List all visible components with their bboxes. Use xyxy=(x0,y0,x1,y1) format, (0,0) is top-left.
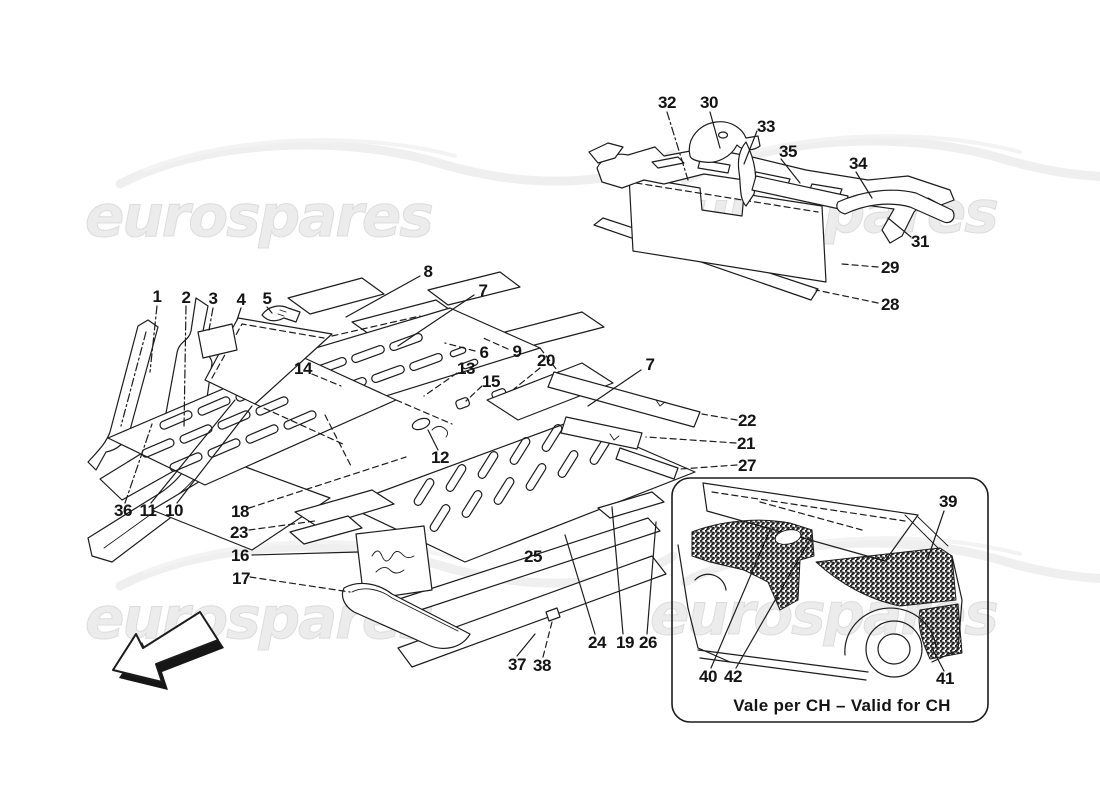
part-label-27: 27 xyxy=(738,456,756,475)
part-label-23: 23 xyxy=(230,523,248,542)
part-label-12: 12 xyxy=(431,448,449,467)
part-label-16: 16 xyxy=(231,546,249,565)
part-label-28: 28 xyxy=(881,295,899,314)
watermark-top-left: eurospares xyxy=(85,138,678,251)
part-label-9: 9 xyxy=(512,342,522,361)
part-label-24: 24 xyxy=(588,633,606,652)
part-label-19: 19 xyxy=(616,633,634,652)
part-label-29: 29 xyxy=(881,258,899,277)
part-label-39: 39 xyxy=(939,492,957,511)
leader-lines xyxy=(124,111,945,672)
part-label-1: 1 xyxy=(152,287,162,306)
part-label-10: 10 xyxy=(165,501,183,520)
part-label-32: 32 xyxy=(658,93,676,112)
part-label-7b: 7 xyxy=(645,355,655,374)
floor-mats xyxy=(107,305,696,563)
bottom-sills xyxy=(341,491,667,668)
part-label-18: 18 xyxy=(231,502,249,521)
part-label-22: 22 xyxy=(738,411,756,430)
part-label-2: 2 xyxy=(181,288,191,307)
part-label-26: 26 xyxy=(639,633,657,652)
part-label-40: 40 xyxy=(699,667,717,686)
inset-car xyxy=(677,482,963,681)
direction-arrow-icon xyxy=(112,611,224,690)
part-label-41: 41 xyxy=(936,669,954,688)
part-label-11: 11 xyxy=(139,501,157,520)
inset-box xyxy=(671,477,989,723)
part-label-25: 25 xyxy=(524,547,542,566)
part-label-38: 38 xyxy=(533,656,551,675)
part-label-30: 30 xyxy=(700,93,718,112)
right-mats xyxy=(486,362,701,480)
watermark-text: eurospares xyxy=(85,182,432,250)
part-label-42: 42 xyxy=(724,667,742,686)
part-label-15: 15 xyxy=(482,372,500,391)
part-label-31: 31 xyxy=(911,232,929,251)
part-label-35: 35 xyxy=(779,142,797,161)
big-mat-slots xyxy=(413,424,611,532)
part-label-5: 5 xyxy=(262,289,272,308)
part-label-36: 36 xyxy=(114,501,132,520)
inset-caption: Vale per CH – Valid for CH xyxy=(733,696,951,715)
part-label-13: 13 xyxy=(457,359,475,378)
part-label-4: 4 xyxy=(236,290,246,309)
floor-mat-slots xyxy=(313,332,479,396)
part-label-17: 17 xyxy=(232,569,250,588)
part-label-21: 21 xyxy=(737,434,755,453)
part-label-20: 20 xyxy=(537,351,555,370)
part-label-33: 33 xyxy=(757,117,775,136)
part-label-7a: 7 xyxy=(478,281,488,300)
part-label-8: 8 xyxy=(423,262,433,281)
part-label-14: 14 xyxy=(294,359,312,378)
part-label-34: 34 xyxy=(849,154,867,173)
firewall-assembly xyxy=(588,121,955,301)
part-label-3: 3 xyxy=(208,289,218,308)
part-label-6: 6 xyxy=(479,343,489,362)
part-label-37: 37 xyxy=(508,655,526,674)
